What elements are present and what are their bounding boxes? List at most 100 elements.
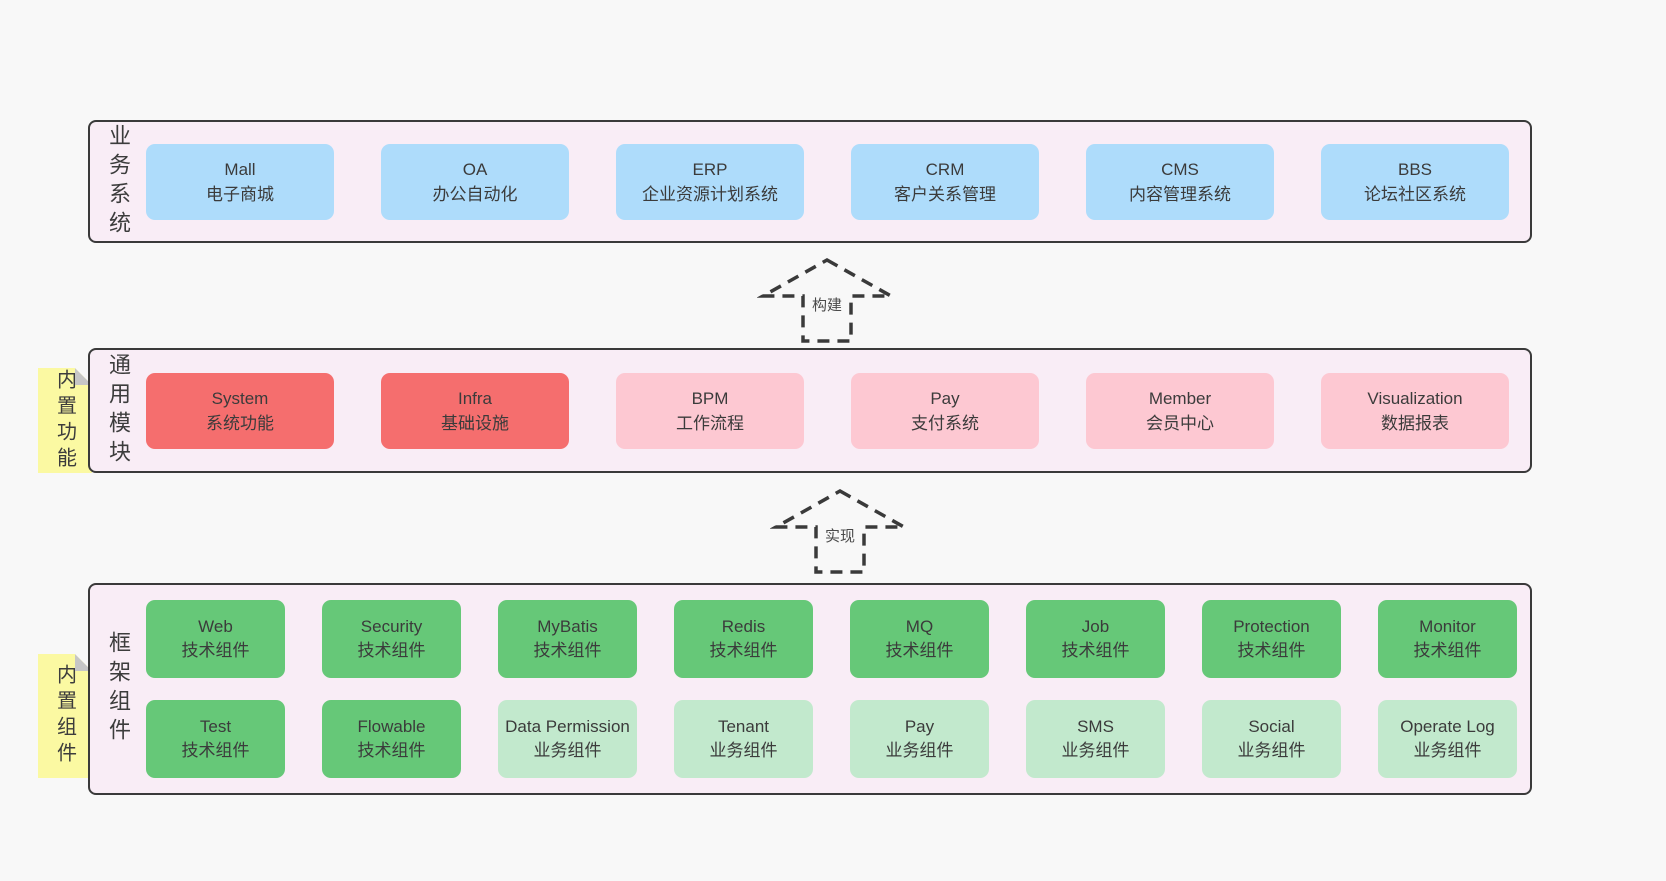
box-oa: OA 办公自动化 bbox=[381, 143, 569, 220]
box-subtitle: 技术组件 bbox=[1237, 641, 1306, 660]
box-test: Test 技术组件 bbox=[146, 700, 285, 778]
box-subtitle: 技术组件 bbox=[357, 741, 426, 760]
box-title: Social bbox=[1248, 717, 1295, 736]
box-pay-component: Pay 业务组件 bbox=[850, 700, 989, 778]
box-subtitle: 技术组件 bbox=[885, 641, 954, 660]
box-tenant: Tenant 业务组件 bbox=[674, 700, 813, 778]
box-title: Redis bbox=[721, 617, 766, 636]
box-data-permission: Data Permission 业务组件 bbox=[498, 700, 637, 778]
band-label-common-modules: 通用模块 bbox=[106, 352, 131, 469]
box-mall: Mall 电子商城 bbox=[146, 143, 334, 220]
box-subtitle: 业务组件 bbox=[709, 741, 778, 760]
box-subtitle: 论坛社区系统 bbox=[1364, 184, 1466, 204]
box-job: Job 技术组件 bbox=[1026, 600, 1165, 678]
box-member: Member 会员中心 bbox=[1086, 372, 1274, 449]
box-title: SMS bbox=[1077, 717, 1114, 736]
box-title: Mall bbox=[224, 159, 256, 179]
box-title: Web bbox=[198, 617, 233, 636]
arrow-label-build: 构建 bbox=[808, 292, 846, 316]
box-title: Job bbox=[1081, 617, 1110, 636]
box-title: Pay bbox=[904, 717, 935, 736]
box-protection: Protection 技术组件 bbox=[1202, 600, 1341, 678]
sticky-note-builtin-features: 内置功能 bbox=[38, 368, 92, 473]
box-web: Web 技术组件 bbox=[146, 600, 285, 678]
sticky-note-builtin-components: 内置组件 bbox=[38, 654, 92, 778]
box-subtitle: 基础设施 bbox=[441, 413, 509, 433]
dashed-up-arrow-icon bbox=[770, 488, 910, 574]
box-title: MQ bbox=[905, 617, 934, 636]
box-title: Flowable bbox=[357, 717, 426, 736]
box-title: Tenant bbox=[717, 717, 770, 736]
box-title: Test bbox=[199, 717, 232, 736]
box-subtitle: 电子商城 bbox=[206, 184, 274, 204]
box-title: Data Permission bbox=[505, 717, 630, 736]
framework-row-2: Test 技术组件 Flowable 技术组件 Data Permission … bbox=[146, 700, 1517, 778]
box-subtitle: 技术组件 bbox=[357, 641, 426, 660]
box-bbs: BBS 论坛社区系统 bbox=[1321, 143, 1509, 220]
sticky-note-label: 内置组件 bbox=[53, 664, 76, 768]
arrow-label-implement: 实现 bbox=[821, 523, 859, 547]
box-mybatis: MyBatis 技术组件 bbox=[498, 600, 637, 678]
box-subtitle: 技术组件 bbox=[181, 641, 250, 660]
box-title: System bbox=[211, 388, 269, 408]
box-pay-module: Pay 支付系统 bbox=[851, 372, 1039, 449]
box-subtitle: 系统功能 bbox=[206, 413, 274, 433]
box-mq: MQ 技术组件 bbox=[850, 600, 989, 678]
box-subtitle: 内容管理系统 bbox=[1129, 184, 1231, 204]
sticky-note-label: 内置功能 bbox=[53, 368, 76, 473]
box-flowable: Flowable 技术组件 bbox=[322, 700, 461, 778]
box-title: Security bbox=[360, 617, 423, 636]
box-cms: CMS 内容管理系统 bbox=[1086, 143, 1274, 220]
box-crm: CRM 客户关系管理 bbox=[851, 143, 1039, 220]
box-subtitle: 支付系统 bbox=[911, 413, 979, 433]
box-subtitle: 技术组件 bbox=[181, 741, 250, 760]
box-security: Security 技术组件 bbox=[322, 600, 461, 678]
band-business-systems: 业务系统 Mall 电子商城 OA 办公自动化 ERP 企业资源计划系统 CRM… bbox=[88, 120, 1532, 243]
box-visualization: Visualization 数据报表 bbox=[1321, 372, 1509, 449]
box-subtitle: 业务组件 bbox=[1061, 741, 1130, 760]
up-arrow-build: 构建 bbox=[757, 256, 897, 344]
band-label-business-systems: 业务系统 bbox=[106, 123, 131, 240]
box-subtitle: 技术组件 bbox=[709, 641, 778, 660]
box-monitor: Monitor 技术组件 bbox=[1378, 600, 1517, 678]
box-subtitle: 工作流程 bbox=[676, 413, 744, 433]
box-subtitle: 技术组件 bbox=[1413, 641, 1482, 660]
box-title: Infra bbox=[457, 388, 493, 408]
up-arrow-implement: 实现 bbox=[770, 487, 910, 575]
framework-boxes-grid: Web 技术组件 Security 技术组件 MyBatis 技术组件 Redi… bbox=[146, 600, 1531, 778]
box-title: BBS bbox=[1397, 159, 1433, 179]
box-subtitle: 业务组件 bbox=[1237, 741, 1306, 760]
box-subtitle: 技术组件 bbox=[1061, 641, 1130, 660]
box-subtitle: 客户关系管理 bbox=[894, 184, 996, 204]
box-erp: ERP 企业资源计划系统 bbox=[616, 143, 804, 220]
box-sms: SMS 业务组件 bbox=[1026, 700, 1165, 778]
box-subtitle: 会员中心 bbox=[1146, 413, 1214, 433]
framework-row-1: Web 技术组件 Security 技术组件 MyBatis 技术组件 Redi… bbox=[146, 600, 1517, 678]
box-title: OA bbox=[462, 159, 488, 179]
band-label-framework-components: 框架组件 bbox=[106, 631, 131, 747]
box-title: Protection bbox=[1233, 617, 1310, 636]
box-operate-log: Operate Log 业务组件 bbox=[1378, 700, 1517, 778]
box-redis: Redis 技术组件 bbox=[674, 600, 813, 678]
box-subtitle: 技术组件 bbox=[533, 641, 602, 660]
module-boxes: System 系统功能 Infra 基础设施 BPM 工作流程 Pay 支付系统… bbox=[146, 372, 1530, 449]
box-title: Monitor bbox=[1419, 617, 1476, 636]
box-infra: Infra 基础设施 bbox=[381, 372, 569, 449]
box-social: Social 业务组件 bbox=[1202, 700, 1341, 778]
box-subtitle: 业务组件 bbox=[533, 741, 602, 760]
box-title: CMS bbox=[1161, 159, 1199, 179]
box-title: Operate Log bbox=[1400, 717, 1495, 736]
box-subtitle: 业务组件 bbox=[1413, 741, 1482, 760]
box-title: MyBatis bbox=[537, 617, 598, 636]
box-subtitle: 企业资源计划系统 bbox=[642, 184, 778, 204]
business-boxes: Mall 电子商城 OA 办公自动化 ERP 企业资源计划系统 CRM 客户关系… bbox=[146, 143, 1530, 220]
band-framework-components: 框架组件 Web 技术组件 Security 技术组件 MyBatis 技术组件… bbox=[88, 583, 1532, 795]
box-system: System 系统功能 bbox=[146, 372, 334, 449]
dashed-up-arrow-icon bbox=[757, 257, 897, 343]
box-title: Pay bbox=[930, 388, 960, 408]
band-common-modules: 通用模块 System 系统功能 Infra 基础设施 BPM 工作流程 Pay… bbox=[88, 348, 1532, 473]
box-title: Member bbox=[1148, 388, 1212, 408]
box-title: BPM bbox=[691, 388, 729, 408]
box-subtitle: 办公自动化 bbox=[432, 184, 518, 204]
